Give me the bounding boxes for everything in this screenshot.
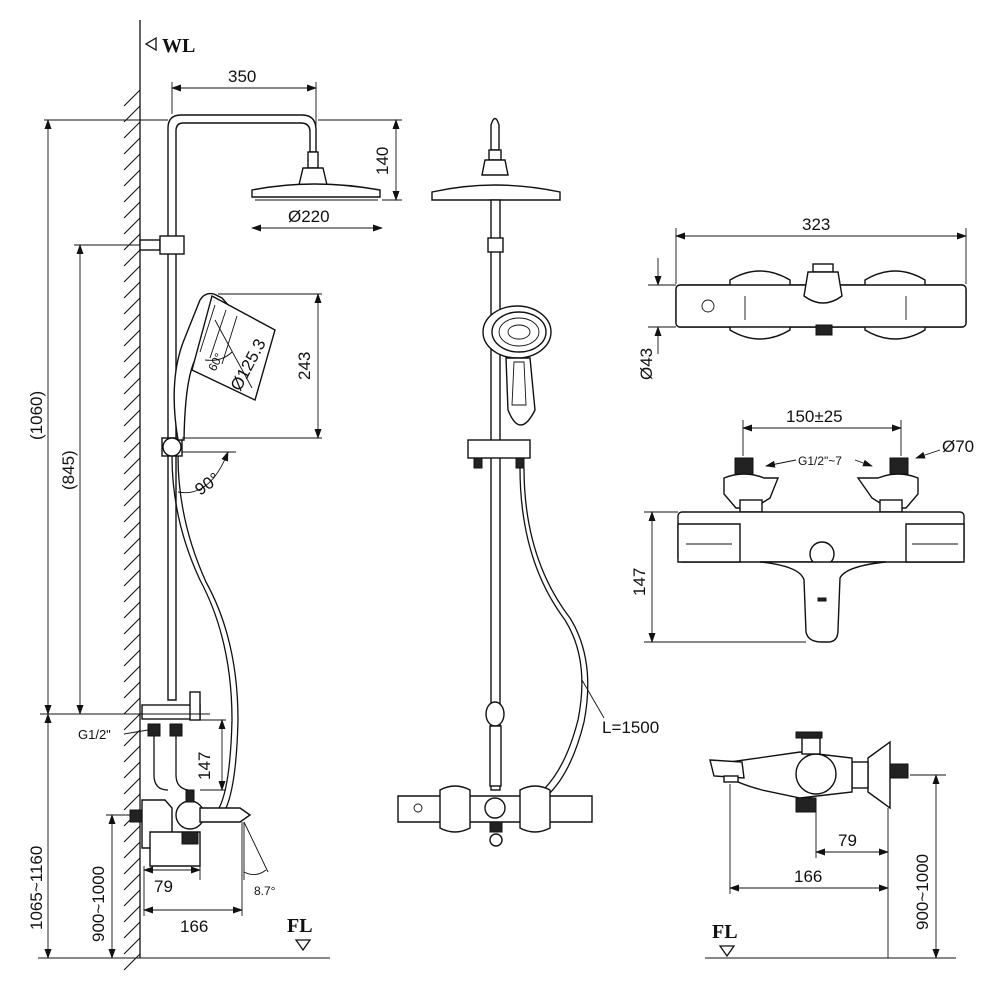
hatch-line [123,921,141,939]
hatch-line [123,441,141,459]
hatch-line [123,761,141,779]
side-dimensions: 350 140 Ø220 (1060) (845) 243 Ø125.3 60° [27,67,402,959]
hatch-line [123,697,141,715]
dim-spout-inner: 79 [154,877,173,896]
hatch-line [123,777,141,795]
dim-spout-angle: 8.7° [254,884,276,898]
hatch-line [123,489,141,507]
hatch-line [123,937,141,955]
dim-inlet-spacing: 150±25 [786,407,843,426]
hatch-line [123,713,141,731]
floor-level-label-right: FL [712,921,738,943]
hatch-line [123,825,141,843]
hatch-line [123,265,141,283]
hatch-line [123,633,141,651]
hatch-line [123,249,141,267]
hatch-line [123,297,141,315]
hatch-line [123,217,141,235]
wall-level-label: WL [162,35,195,57]
side-shower-column [129,114,381,867]
dim-rail-height: (845) [59,450,78,490]
dim-hose-angle: 90° [191,469,223,499]
hatch-line [123,89,141,107]
hatch-line [123,889,141,907]
hatch-line [123,361,141,379]
hatch-line [123,105,141,123]
hatch-line [123,185,141,203]
dim-hand-height: 243 [295,352,314,380]
hatch-line [123,953,141,971]
front-hand-shower [482,305,552,426]
hatch-line [123,841,141,859]
wall [123,20,141,971]
hatch-line [123,457,141,475]
hatch-line [123,505,141,523]
hatch-line [123,857,141,875]
hatch-line [123,601,141,619]
hatch-line [123,681,141,699]
hatch-line [123,649,141,667]
dim-outlet-height: 900~1000 [89,866,108,942]
hatch-line [123,377,141,395]
hatch-line [123,617,141,635]
dim-spout-outer-right: 166 [794,867,822,886]
hatch-line [123,793,141,811]
dim-inlet-diameter: Ø70 [942,437,974,456]
dim-head-drop: 140 [373,147,392,175]
hatch-line [123,233,141,251]
dim-hose-length: L=1500 [602,718,659,737]
dim-mixer-height-front: 147 [630,568,649,596]
side-view-mixer [709,731,909,813]
hatch-line [123,201,141,219]
dim-total-height: (1060) [27,391,46,440]
hatch-line [123,313,141,331]
hatch-line [123,873,141,891]
hatch-line [123,169,141,187]
hatch-line [123,473,141,491]
hatch-line [123,905,141,923]
hatch-line [123,729,141,747]
front-shower-column: L=1500 [397,117,659,847]
dim-mixer-width: 323 [802,215,830,234]
hatch-line [123,281,141,299]
hatch-line [123,393,141,411]
front-view-dimensions: 150±25 G1/2"~7 Ø70 147 [630,407,974,643]
hatch-line [123,121,141,139]
side-hand-shower [173,292,276,441]
front-mixer [397,785,593,847]
dim-inlet-thread: G1/2" [78,727,111,742]
hatch-line [123,537,141,555]
dim-arm-reach: 350 [228,67,256,86]
hatch-line [123,569,141,587]
hatch-line [123,585,141,603]
dim-spout-outer: 166 [180,917,208,936]
top-view-mixer [675,263,967,340]
wall-hatch-pattern [123,89,141,971]
hatch-line [123,345,141,363]
dim-head-diameter: Ø220 [288,207,330,226]
floor-level-label: FL [287,915,313,937]
hatch-line [123,153,141,171]
dim-spout-inner-right: 79 [838,831,857,850]
dim-inlet-thread-front: G1/2"~7 [798,454,842,468]
front-view-mixer [677,457,965,643]
side-view-mixer-dimensions: 900~1000 79 166 FL [705,774,956,959]
hatch-line [123,553,141,571]
hatch-line [123,665,141,683]
dim-outlet-height-right: 900~1000 [913,854,932,930]
wall-level-marker: WL [144,35,195,57]
top-view-dimensions: 323 Ø43 [637,215,967,380]
dim-install-height: 1065~1160 [27,846,46,930]
floor-level-marker: FL [287,915,313,952]
side-mixer [129,789,252,867]
hatch-line [123,329,141,347]
hatch-line [123,521,141,539]
dim-mixer-diameter: Ø43 [637,348,656,380]
dim-mixer-height-side: 147 [195,752,214,780]
hatch-line [123,137,141,155]
hatch-line [123,425,141,443]
hatch-line [123,409,141,427]
hatch-line [123,745,141,763]
